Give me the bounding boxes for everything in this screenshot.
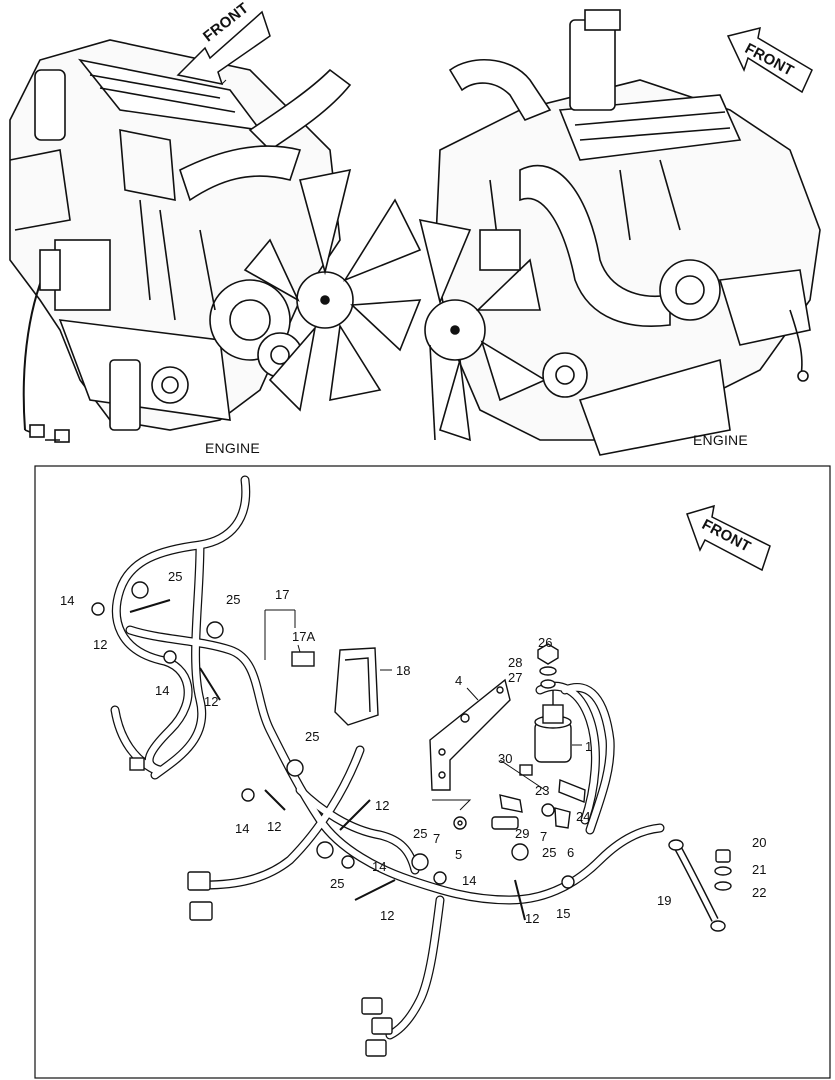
callout-12: 12 <box>93 637 108 652</box>
callout-6: 6 <box>567 845 575 860</box>
callout-25: 25 <box>413 826 428 841</box>
engine-left-label: ENGINE <box>205 440 260 456</box>
engine-right-label: ENGINE <box>693 432 748 448</box>
callout-26: 26 <box>538 635 553 650</box>
callout-25: 25 <box>330 876 345 891</box>
callout-1: 1 <box>585 739 593 754</box>
callout-12: 12 <box>380 908 395 923</box>
harness-frame <box>34 465 831 1079</box>
callout-7: 7 <box>540 829 548 844</box>
callout-12: 12 <box>525 911 540 926</box>
callout-4: 4 <box>455 673 463 688</box>
callout-14: 14 <box>155 683 170 698</box>
callout-25: 25 <box>542 845 557 860</box>
front-arrow-harness <box>686 504 771 572</box>
callout-14: 14 <box>462 873 477 888</box>
callout-12: 12 <box>267 819 282 834</box>
engine-left-illustration <box>9 39 422 443</box>
callout-19: 19 <box>657 893 672 908</box>
callout-30: 30 <box>498 751 513 766</box>
callout-14: 14 <box>235 821 250 836</box>
callout-15: 15 <box>556 906 571 921</box>
callout-25: 25 <box>305 729 320 744</box>
callout-18: 18 <box>396 663 411 678</box>
callout-23: 23 <box>535 783 550 798</box>
front-arrow-left <box>176 10 271 85</box>
callout-7: 7 <box>433 831 441 846</box>
callout-25: 25 <box>168 569 183 584</box>
harness-parts <box>91 581 732 1057</box>
callout-20: 20 <box>752 835 767 850</box>
leader-lines <box>264 609 582 811</box>
callout-14: 14 <box>60 593 75 608</box>
callout-12: 12 <box>204 694 219 709</box>
callout-12: 12 <box>375 798 390 813</box>
callout-5: 5 <box>455 847 463 862</box>
callout-25: 25 <box>226 592 241 607</box>
engine-right-illustration <box>418 9 821 456</box>
callout-17a: 17A <box>292 629 316 644</box>
callout-22: 22 <box>752 885 767 900</box>
callout-17: 17 <box>275 587 290 602</box>
callout-24: 24 <box>576 809 591 824</box>
fan-left <box>243 168 422 412</box>
callout-14: 14 <box>372 859 387 874</box>
callout-21: 21 <box>752 862 767 877</box>
callout-28: 28 <box>508 655 523 670</box>
callout-27: 27 <box>508 670 523 685</box>
callout-29: 29 <box>515 826 530 841</box>
fan-right <box>418 218 547 442</box>
front-arrow-right <box>726 26 813 94</box>
